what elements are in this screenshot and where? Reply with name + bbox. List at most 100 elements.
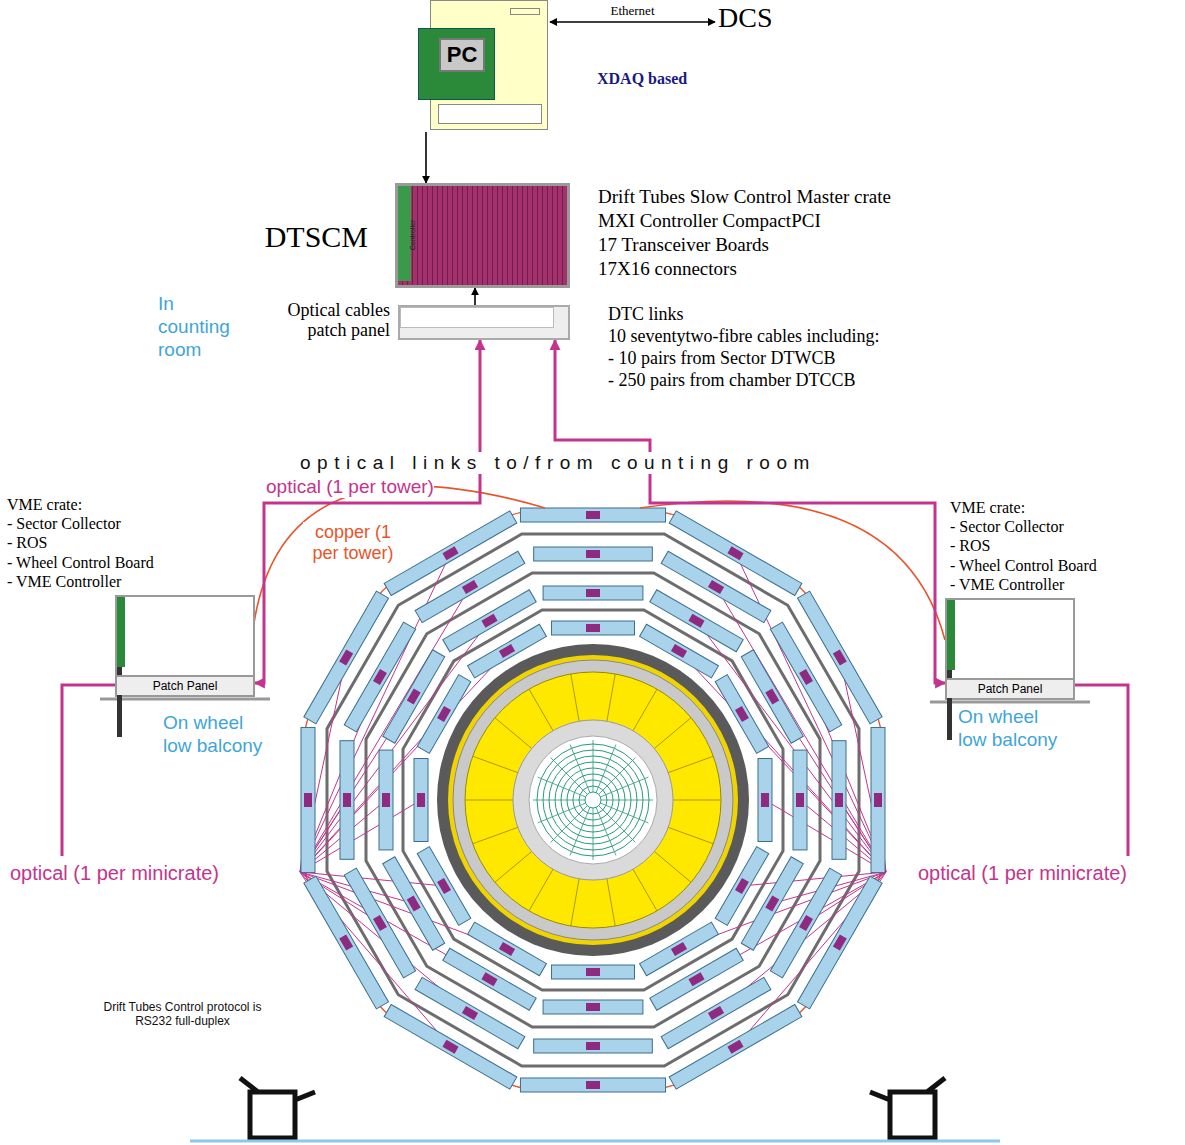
chamber-body	[468, 922, 547, 976]
optical-fibre	[300, 872, 451, 1047]
tracker-segment	[593, 808, 594, 860]
detector-foot	[240, 1078, 945, 1138]
drift-chamber	[379, 750, 393, 850]
minicrate	[462, 580, 478, 594]
minicrate	[799, 915, 813, 931]
minicrate	[437, 878, 451, 894]
link-arrow	[474, 288, 476, 305]
optical-fibre	[742, 872, 886, 886]
calorimeter	[465, 672, 721, 928]
minicrate	[462, 1006, 478, 1020]
optical-fibre	[765, 800, 886, 872]
calorimeter-segment	[473, 827, 518, 843]
node-text: - Wheel Control Board	[7, 553, 227, 572]
chamber-body	[669, 1004, 802, 1089]
optical-fibre	[300, 800, 421, 872]
node-box: VME crate:- Sector Collector- ROS- Wheel…	[945, 598, 1075, 700]
minicrate	[833, 649, 847, 665]
chamber-body	[832, 741, 846, 860]
node-text: - ROS	[950, 536, 1170, 555]
panel-inset	[400, 307, 554, 328]
minicrate	[688, 972, 704, 986]
drift-chamber	[534, 1039, 653, 1053]
tracker	[529, 736, 657, 864]
minicrate	[437, 706, 451, 722]
tracker-segment	[538, 777, 586, 797]
calorimeter-segment	[633, 869, 657, 911]
iron-yoke	[327, 534, 859, 1066]
drift-chamber	[520, 1078, 665, 1092]
chamber-body	[384, 511, 517, 596]
coil	[437, 644, 749, 956]
tracker-segment	[601, 800, 653, 801]
drift-chamber	[797, 591, 882, 724]
optical-fibre	[300, 872, 444, 886]
tracker-segment	[593, 740, 594, 792]
note-label: optical (1 per tower)	[266, 476, 434, 498]
minicrate	[586, 1081, 600, 1089]
drift-chamber	[384, 1004, 517, 1089]
crate-shelf	[100, 698, 270, 701]
note-label: DTC links	[608, 304, 684, 325]
hcal-ring	[453, 660, 733, 940]
drift-chamber	[384, 511, 517, 596]
minicrate	[586, 589, 600, 597]
note-label: 17 Transceiver Boards	[598, 234, 769, 256]
drift-chamber	[468, 922, 547, 976]
drift-chamber	[417, 675, 471, 754]
drift-chamber	[304, 591, 389, 724]
minicrate	[671, 644, 687, 658]
minicrate	[586, 511, 600, 519]
calorimeter-segment	[668, 756, 713, 772]
drift-chamber	[871, 727, 885, 872]
node-box: DCS	[718, 2, 772, 34]
minicrate	[499, 942, 515, 956]
node-box: PC	[418, 0, 550, 132]
drift-chamber	[552, 621, 635, 635]
crate-heading: VME crate:- Sector Collector- ROS- Wheel…	[950, 498, 1170, 594]
tracker-segment	[599, 806, 636, 843]
minicrate	[796, 793, 804, 807]
chamber-body	[414, 759, 428, 842]
minicrate	[833, 934, 847, 950]
drift-chamber	[552, 965, 635, 979]
note-label: On wheel low balcony	[958, 706, 1058, 752]
tracker-segment	[551, 758, 588, 795]
node-text: DCS	[718, 2, 772, 34]
chamber-body	[384, 1004, 517, 1089]
minicrate	[442, 1040, 458, 1054]
minicrate	[417, 793, 425, 807]
tracker-segment	[538, 803, 586, 823]
minicrate	[586, 968, 600, 976]
crate-shelf	[930, 701, 1090, 704]
minicrate	[304, 793, 312, 807]
optical-fibre	[697, 621, 887, 872]
node-text: VME crate:	[7, 495, 227, 514]
chamber-body	[304, 591, 389, 724]
drift-chamber	[301, 727, 315, 872]
chamber-body	[797, 591, 882, 724]
node-text: - ROS	[7, 533, 227, 552]
drift-chamber	[534, 547, 653, 561]
note-label: XDAQ based	[597, 70, 687, 88]
tracker-segment	[596, 745, 616, 793]
drift-chamber	[669, 1004, 802, 1089]
chamber-body	[793, 750, 807, 850]
chamber-body	[534, 547, 653, 561]
node-text: Patch Panel	[153, 679, 218, 693]
note-label: - 250 pairs from chamber DTCCB	[608, 370, 855, 391]
note-label: - 10 pairs from Sector DTWCB	[608, 348, 835, 369]
tracker-segment	[599, 758, 636, 795]
note-label: optical links to/from counting room	[298, 452, 818, 474]
node-text: PC	[441, 40, 483, 70]
node-text: Patch Panel	[978, 682, 1043, 696]
note-label: 10 seventytwo-fibre cables including:	[608, 326, 879, 347]
note-label: On wheel low balcony	[163, 712, 263, 758]
optical-cable	[62, 685, 115, 856]
calorimeter-segment	[607, 879, 615, 926]
drift-chamber	[304, 876, 389, 1009]
drift-chamber	[520, 508, 665, 522]
chamber-body	[304, 876, 389, 1009]
calorimeter-segment	[571, 879, 579, 926]
note-label: 17X16 connectors	[598, 258, 737, 280]
